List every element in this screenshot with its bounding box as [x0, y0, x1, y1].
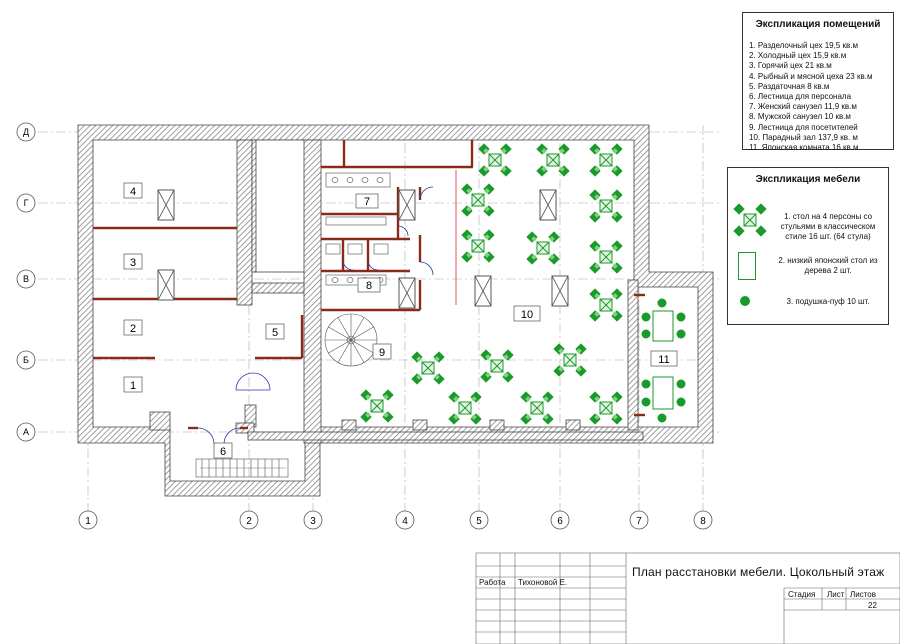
room-number: 5: [272, 327, 278, 339]
rooms-legend-list: 1. Разделочный цех 19,5 кв.м 2. Холодный…: [749, 41, 893, 153]
list-item: 10. Парадный зал 137,9 кв. м: [749, 132, 858, 142]
role-label: Работа: [479, 578, 506, 587]
sheets-total-value: 22: [868, 601, 877, 610]
room-number: 3: [130, 257, 136, 269]
author-name: Тихоновой Е.: [518, 578, 568, 587]
axis-col-label: 2: [246, 516, 252, 527]
list-item: 1. Разделочный цех 19,5 кв.м: [749, 41, 858, 50]
room-number: 4: [130, 186, 136, 198]
table-4-icon: [359, 388, 395, 424]
axis-row-label: Б: [23, 355, 29, 365]
cushion-icon: [641, 312, 651, 322]
axis-row-label: В: [23, 274, 29, 284]
table-4-icon: [733, 203, 767, 237]
cushion-icon: [657, 298, 667, 308]
room-number: 6: [220, 446, 226, 458]
room-number: 10: [521, 309, 533, 321]
header-stage: Стадия: [788, 590, 816, 599]
list-item: 9. Лестница для посетителей: [749, 122, 858, 132]
japanese-room-furniture: [641, 298, 686, 423]
low-table-icon: [652, 376, 674, 410]
cushion-icon: [676, 397, 686, 407]
sanitary-fixtures: [325, 172, 391, 286]
table-4-icon: [588, 142, 624, 178]
table-4-icon: [519, 390, 555, 426]
room-number: 9: [379, 347, 385, 359]
table-4-icon: [535, 142, 571, 178]
axis-row-label: А: [23, 427, 29, 437]
furniture-item-low-table: 2. низкий японский стол из дерева 2 шт.: [778, 256, 878, 275]
rooms-legend-title: Экспликация помещений: [755, 19, 881, 30]
header-sheets-total: Листов: [850, 590, 876, 599]
room-number: 11: [658, 354, 669, 366]
table-4-icon: [477, 142, 513, 178]
list-item: 7. Женский санузел 11,9 кв.м: [749, 102, 857, 112]
drawing-title: План расстановки мебели. Цокольный этаж: [632, 565, 885, 579]
cushion-icon: [641, 397, 651, 407]
table-4-icon: [479, 348, 515, 384]
cushion-icon: [676, 329, 686, 339]
low-table-icon: [738, 252, 756, 280]
header-sheet: Лист: [827, 590, 845, 599]
table-4-icon: [588, 390, 624, 426]
list-item: 6. Лестница для персонала: [749, 92, 852, 102]
furniture-item-cushion: 3. подушка-пуф 10 шт.: [786, 297, 870, 306]
table-4-icon: [460, 182, 496, 218]
doors: [197, 186, 434, 445]
axis-col-label: 3: [310, 516, 316, 527]
list-item: 2. Холодный цех 15,9 кв.м: [749, 51, 847, 61]
furniture-legend-title: Экспликация мебели: [755, 174, 861, 185]
room-number: 7: [364, 196, 370, 208]
cushion-icon: [676, 379, 686, 389]
table-4-icon: [588, 188, 624, 224]
room-number: 2: [130, 323, 136, 335]
axis-col-label: 4: [402, 516, 408, 527]
room-number: 8: [366, 280, 372, 292]
table-4-icon: [460, 228, 496, 264]
axis-col-label: 7: [636, 516, 642, 527]
cushion-icon: [641, 329, 651, 339]
list-item: 8. Мужской санузел 10 кв.м: [749, 112, 851, 122]
table-4-icon: [525, 230, 561, 266]
table-4-icon: [447, 390, 483, 426]
low-table-icon: [652, 310, 674, 342]
room-labels: 1 2 3 4 5 6 7 8 9 10 11: [123, 182, 678, 459]
spiral-stair: [324, 313, 378, 367]
cushion-icon: [657, 413, 667, 423]
row-axis-labels: Д Г В Б А: [16, 122, 36, 442]
rooms-legend: Экспликация помещений 1. Разделочный цех…: [742, 12, 894, 153]
list-item: 3. Горячий цех 21 кв.м: [749, 61, 832, 71]
axis-col-label: 6: [557, 516, 563, 527]
interior-walls: [149, 139, 644, 444]
furniture-legend: Экспликация мебели 1. стол на 4 персоны …: [727, 167, 889, 325]
furniture-item-tables: 1. стол на 4 персоны со стульями в класс…: [780, 212, 876, 241]
axis-row-label: Г: [24, 198, 29, 208]
list-item: 5. Раздаточная 8 кв.м: [749, 81, 830, 91]
cushion-icon: [676, 312, 686, 322]
table-4-icon: [588, 239, 624, 275]
list-item: 4. Рыбный и мясной цеха 23 кв.м: [749, 71, 873, 81]
room-number: 1: [130, 380, 136, 392]
axis-col-label: 1: [85, 516, 91, 527]
table-4-icon: [588, 287, 624, 323]
axis-col-label: 8: [700, 516, 706, 527]
title-block-lines: [475, 552, 900, 644]
axis-row-label: Д: [23, 127, 29, 137]
table-4-icon: [410, 350, 446, 386]
column-axis-labels: 1 2 3 4 5 6 7 8: [78, 510, 713, 530]
list-item: 11. Японская комната 16 кв.м: [749, 143, 859, 153]
cushion-icon: [740, 296, 750, 306]
axis-col-label: 5: [476, 516, 482, 527]
cushion-icon: [641, 379, 651, 389]
staff-stair: [195, 458, 289, 478]
